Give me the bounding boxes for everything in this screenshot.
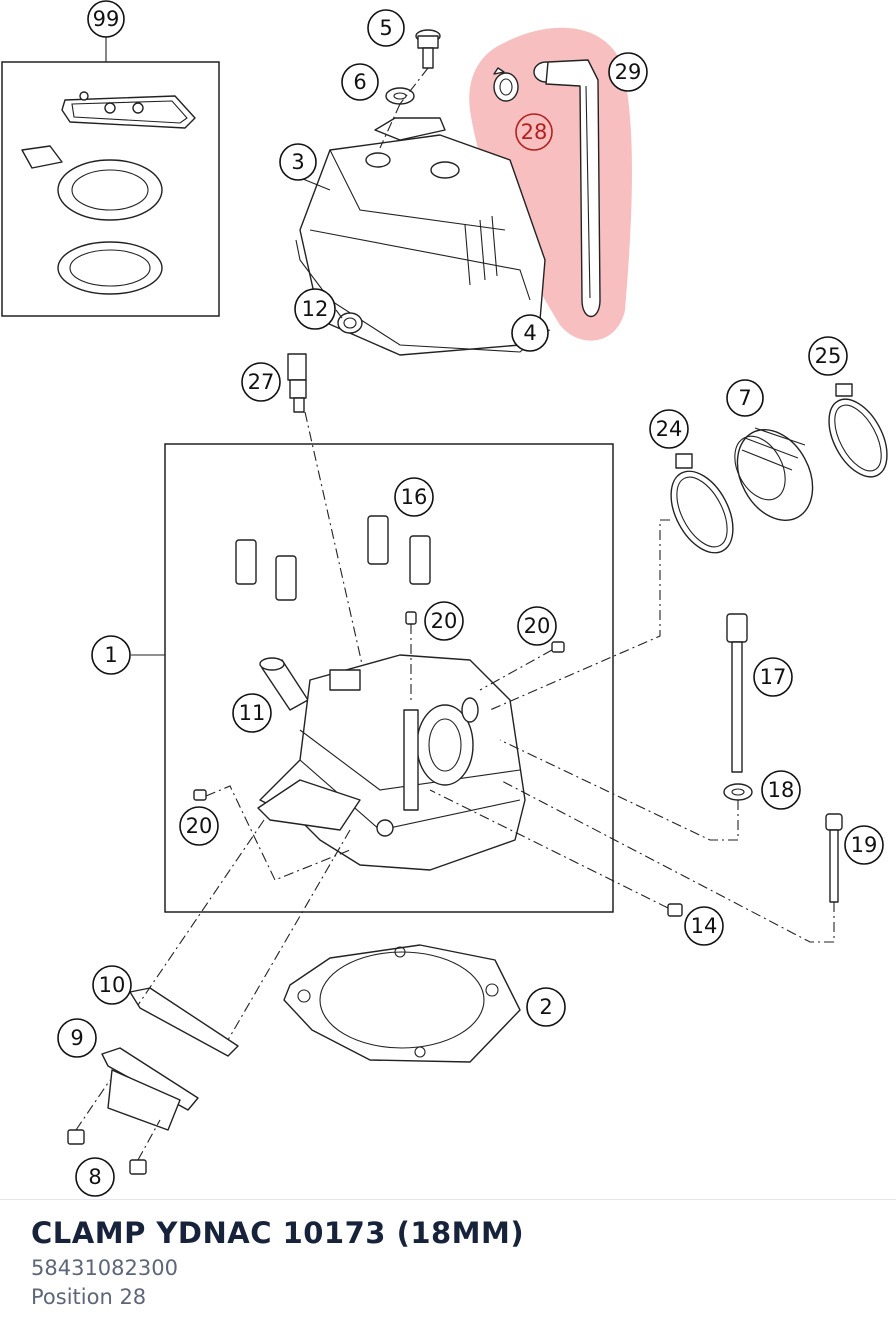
callout-24[interactable]: 24 [649,409,689,449]
part-name: CLAMP YDNAC 10173 (18MM) [31,1216,525,1250]
callout-28[interactable]: 28 [515,113,553,151]
callout-6[interactable]: 6 [341,63,379,101]
part-position: Position 28 [31,1285,147,1309]
screw[interactable] [193,789,207,801]
callout-20[interactable]: 20 [179,806,219,846]
svg-text:24: 24 [656,417,683,441]
callout-5[interactable]: 5 [367,9,405,47]
svg-text:7: 7 [738,386,751,410]
callout-7[interactable]: 7 [726,379,764,417]
svg-text:16: 16 [401,485,428,509]
svg-text:2: 2 [539,995,552,1019]
svg-text:14: 14 [691,914,718,938]
intake-manifold[interactable] [722,417,827,534]
svg-text:9: 9 [70,1026,83,1050]
svg-text:28: 28 [521,120,548,144]
washer[interactable] [385,87,415,105]
callout-25[interactable]: 25 [808,336,848,376]
callout-29[interactable]: 29 [608,52,648,92]
part-info-panel: CLAMP YDNAC 10173 (18MM) 58431082300 Pos… [0,1199,896,1336]
svg-text:20: 20 [524,614,551,638]
screw[interactable] [667,903,683,917]
intake-flange[interactable] [101,1047,199,1131]
callout-3[interactable]: 3 [279,143,317,181]
gasket-kit-group[interactable] [1,37,220,317]
svg-text:8: 8 [88,1165,101,1189]
svg-text:20: 20 [186,814,213,838]
hose-clamp[interactable] [817,383,896,486]
screw[interactable] [551,641,565,653]
bolt[interactable] [129,1159,147,1175]
svg-text:4: 4 [523,321,536,345]
temperature-sensor[interactable] [287,353,307,413]
callout-10[interactable]: 10 [92,965,132,1005]
callout-11[interactable]: 11 [232,693,272,733]
screw[interactable] [405,611,417,625]
washer[interactable] [723,783,753,801]
svg-text:6: 6 [353,70,366,94]
callout-27[interactable]: 27 [241,362,281,402]
svg-text:18: 18 [768,778,795,802]
callout-19[interactable]: 19 [844,825,884,865]
screw[interactable] [415,29,441,69]
exploded-parts-diagram: 99 5 6 3 12 4 28 29 27 25 7 24 16 1 20 2… [1,0,896,1197]
svg-text:12: 12 [302,297,329,321]
svg-text:1: 1 [104,643,117,667]
svg-text:11: 11 [239,701,266,725]
long-bolt[interactable] [726,613,748,773]
svg-text:20: 20 [431,609,458,633]
callout-16[interactable]: 16 [394,477,434,517]
head-gasket[interactable] [283,944,521,1063]
callout-20[interactable]: 20 [424,601,464,641]
callout-1[interactable]: 1 [91,635,131,675]
cylinder-head[interactable] [257,654,526,871]
callout-17[interactable]: 17 [753,657,793,697]
callout-9[interactable]: 9 [57,1018,97,1058]
callout-12[interactable]: 12 [294,288,336,330]
callout-14[interactable]: 14 [684,906,724,946]
part-number: 58431082300 [31,1256,178,1280]
callout-8[interactable]: 8 [75,1157,115,1197]
svg-text:5: 5 [379,16,392,40]
svg-text:19: 19 [851,833,878,857]
valve-guides[interactable] [235,515,431,601]
cylinder-head-group[interactable] [164,443,614,913]
flange-gasket[interactable] [129,987,239,1057]
hose-clamp[interactable] [658,453,745,563]
svg-text:3: 3 [291,150,304,174]
valve-cover[interactable] [295,117,546,356]
svg-text:17: 17 [760,665,787,689]
callout-2[interactable]: 2 [526,987,566,1027]
callout-18[interactable]: 18 [761,770,801,810]
bolt[interactable] [825,813,843,903]
svg-text:27: 27 [248,370,275,394]
grommet[interactable] [337,312,363,334]
callout-4[interactable]: 4 [511,314,549,352]
breather-hose[interactable] [533,59,601,318]
svg-text:25: 25 [815,344,842,368]
bolt[interactable] [67,1129,85,1145]
clamp-part[interactable] [493,67,519,102]
svg-text:10: 10 [99,973,126,997]
callout-20[interactable]: 20 [517,606,557,646]
callout-99[interactable]: 99 [87,0,125,38]
svg-text:29: 29 [615,60,642,84]
svg-text:99: 99 [93,7,120,31]
